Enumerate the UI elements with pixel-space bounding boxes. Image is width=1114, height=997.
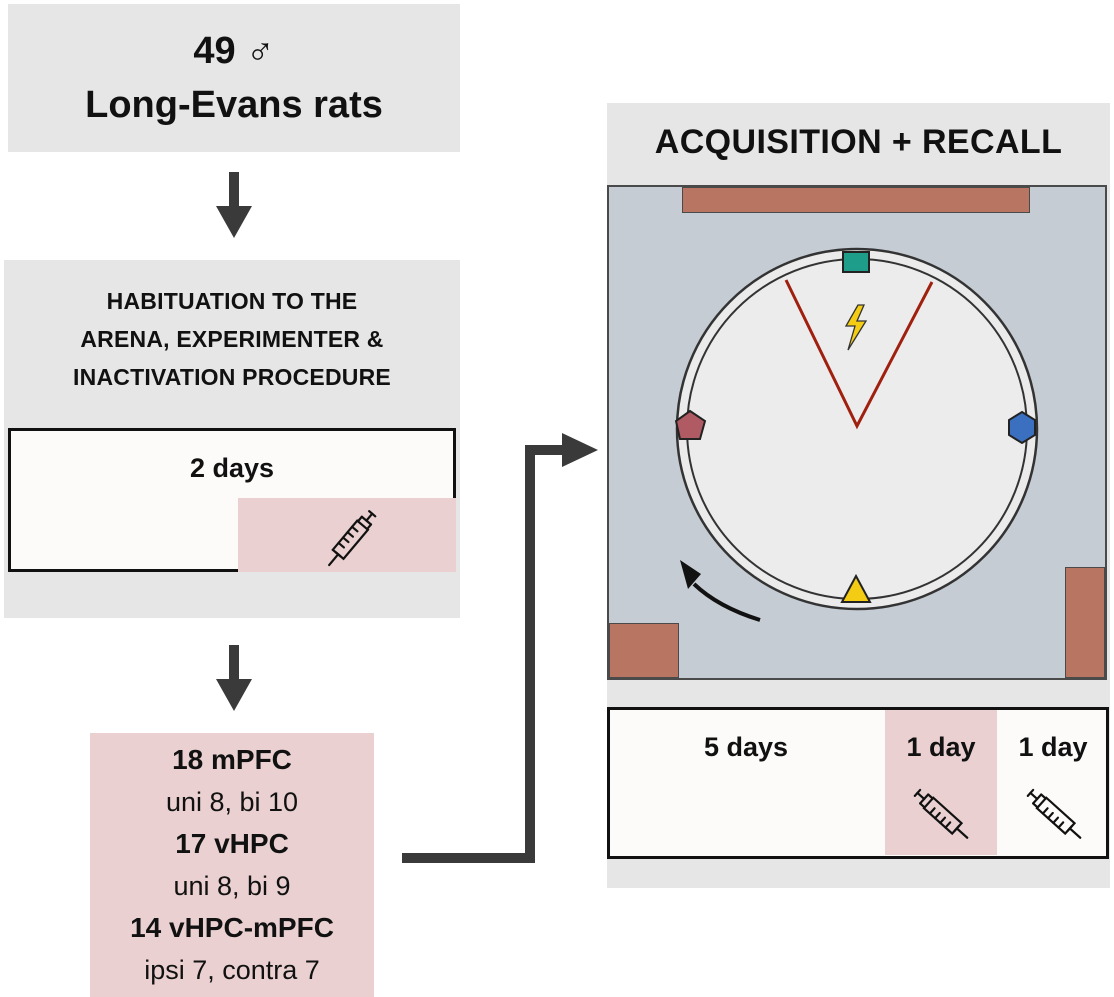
habituation-title: HABITUATION TO THE ARENA, EXPERIMENTER &… xyxy=(4,282,460,396)
cue-maroon-pentagon xyxy=(674,409,707,440)
group-mpfc-name: 18 mPFC xyxy=(172,744,292,776)
lightning-bolt-icon xyxy=(844,304,868,351)
habituation-line-2: ARENA, EXPERIMENTER & xyxy=(80,326,384,352)
schedule-recall-day: 1 day xyxy=(1018,732,1088,762)
injection-day xyxy=(885,710,997,855)
cue-yellow-triangle xyxy=(840,573,872,603)
group-vhpc-mpfc-name: 14 vHPC-mPFC xyxy=(130,912,334,944)
group-mpfc-detail: uni 8, bi 10 xyxy=(165,786,299,817)
habituation-box: HABITUATION TO THE ARENA, EXPERIMENTER &… xyxy=(4,260,460,618)
shock-sector xyxy=(784,279,934,430)
schedule-injection-day: 1 day xyxy=(906,732,976,762)
group-vhpc-mpfc-detail: ipsi 7, contra 7 xyxy=(144,954,320,985)
syringe-icon xyxy=(1026,788,1082,839)
cue-teal-square xyxy=(842,251,870,273)
injection-period xyxy=(238,498,456,572)
habituation-line-1: HABITUATION TO THE xyxy=(106,288,358,314)
group-vhpc-detail: uni 8, bi 9 xyxy=(173,870,291,901)
habituation-duration-box: 2 days xyxy=(8,428,456,572)
down-arrow-1 xyxy=(216,172,252,238)
groups-box: 18 mPFC uni 8, bi 10 17 vHPC uni 8, bi 9… xyxy=(90,733,374,997)
curved-arrow-head xyxy=(680,560,701,589)
wall-cue-bottom-left xyxy=(609,623,679,678)
habituation-duration: 2 days xyxy=(189,453,275,483)
down-arrow-2 xyxy=(216,645,252,711)
syringe-icon xyxy=(913,788,969,839)
cue-blue-hexagon xyxy=(1008,410,1036,445)
schedule-acquisition-days: 5 days xyxy=(703,732,789,762)
wall-cue-top xyxy=(682,187,1030,213)
schedule-box: 5 days 1 day 1 day xyxy=(607,707,1109,859)
acquisition-title: ACQUISITION + RECALL xyxy=(654,123,1063,161)
habituation-line-3: INACTIVATION PROCEDURE xyxy=(73,364,391,390)
curved-arrow-icon xyxy=(692,582,761,622)
syringe-icon xyxy=(328,510,377,567)
subjects-count: 49 ♂ xyxy=(193,30,275,72)
group-vhpc-name: 17 vHPC xyxy=(175,828,289,860)
subjects-box: 49 ♂ Long-Evans rats xyxy=(8,4,460,152)
subjects-strain: Long-Evans rats xyxy=(85,84,383,126)
wall-cue-bottom-right xyxy=(1065,567,1105,678)
